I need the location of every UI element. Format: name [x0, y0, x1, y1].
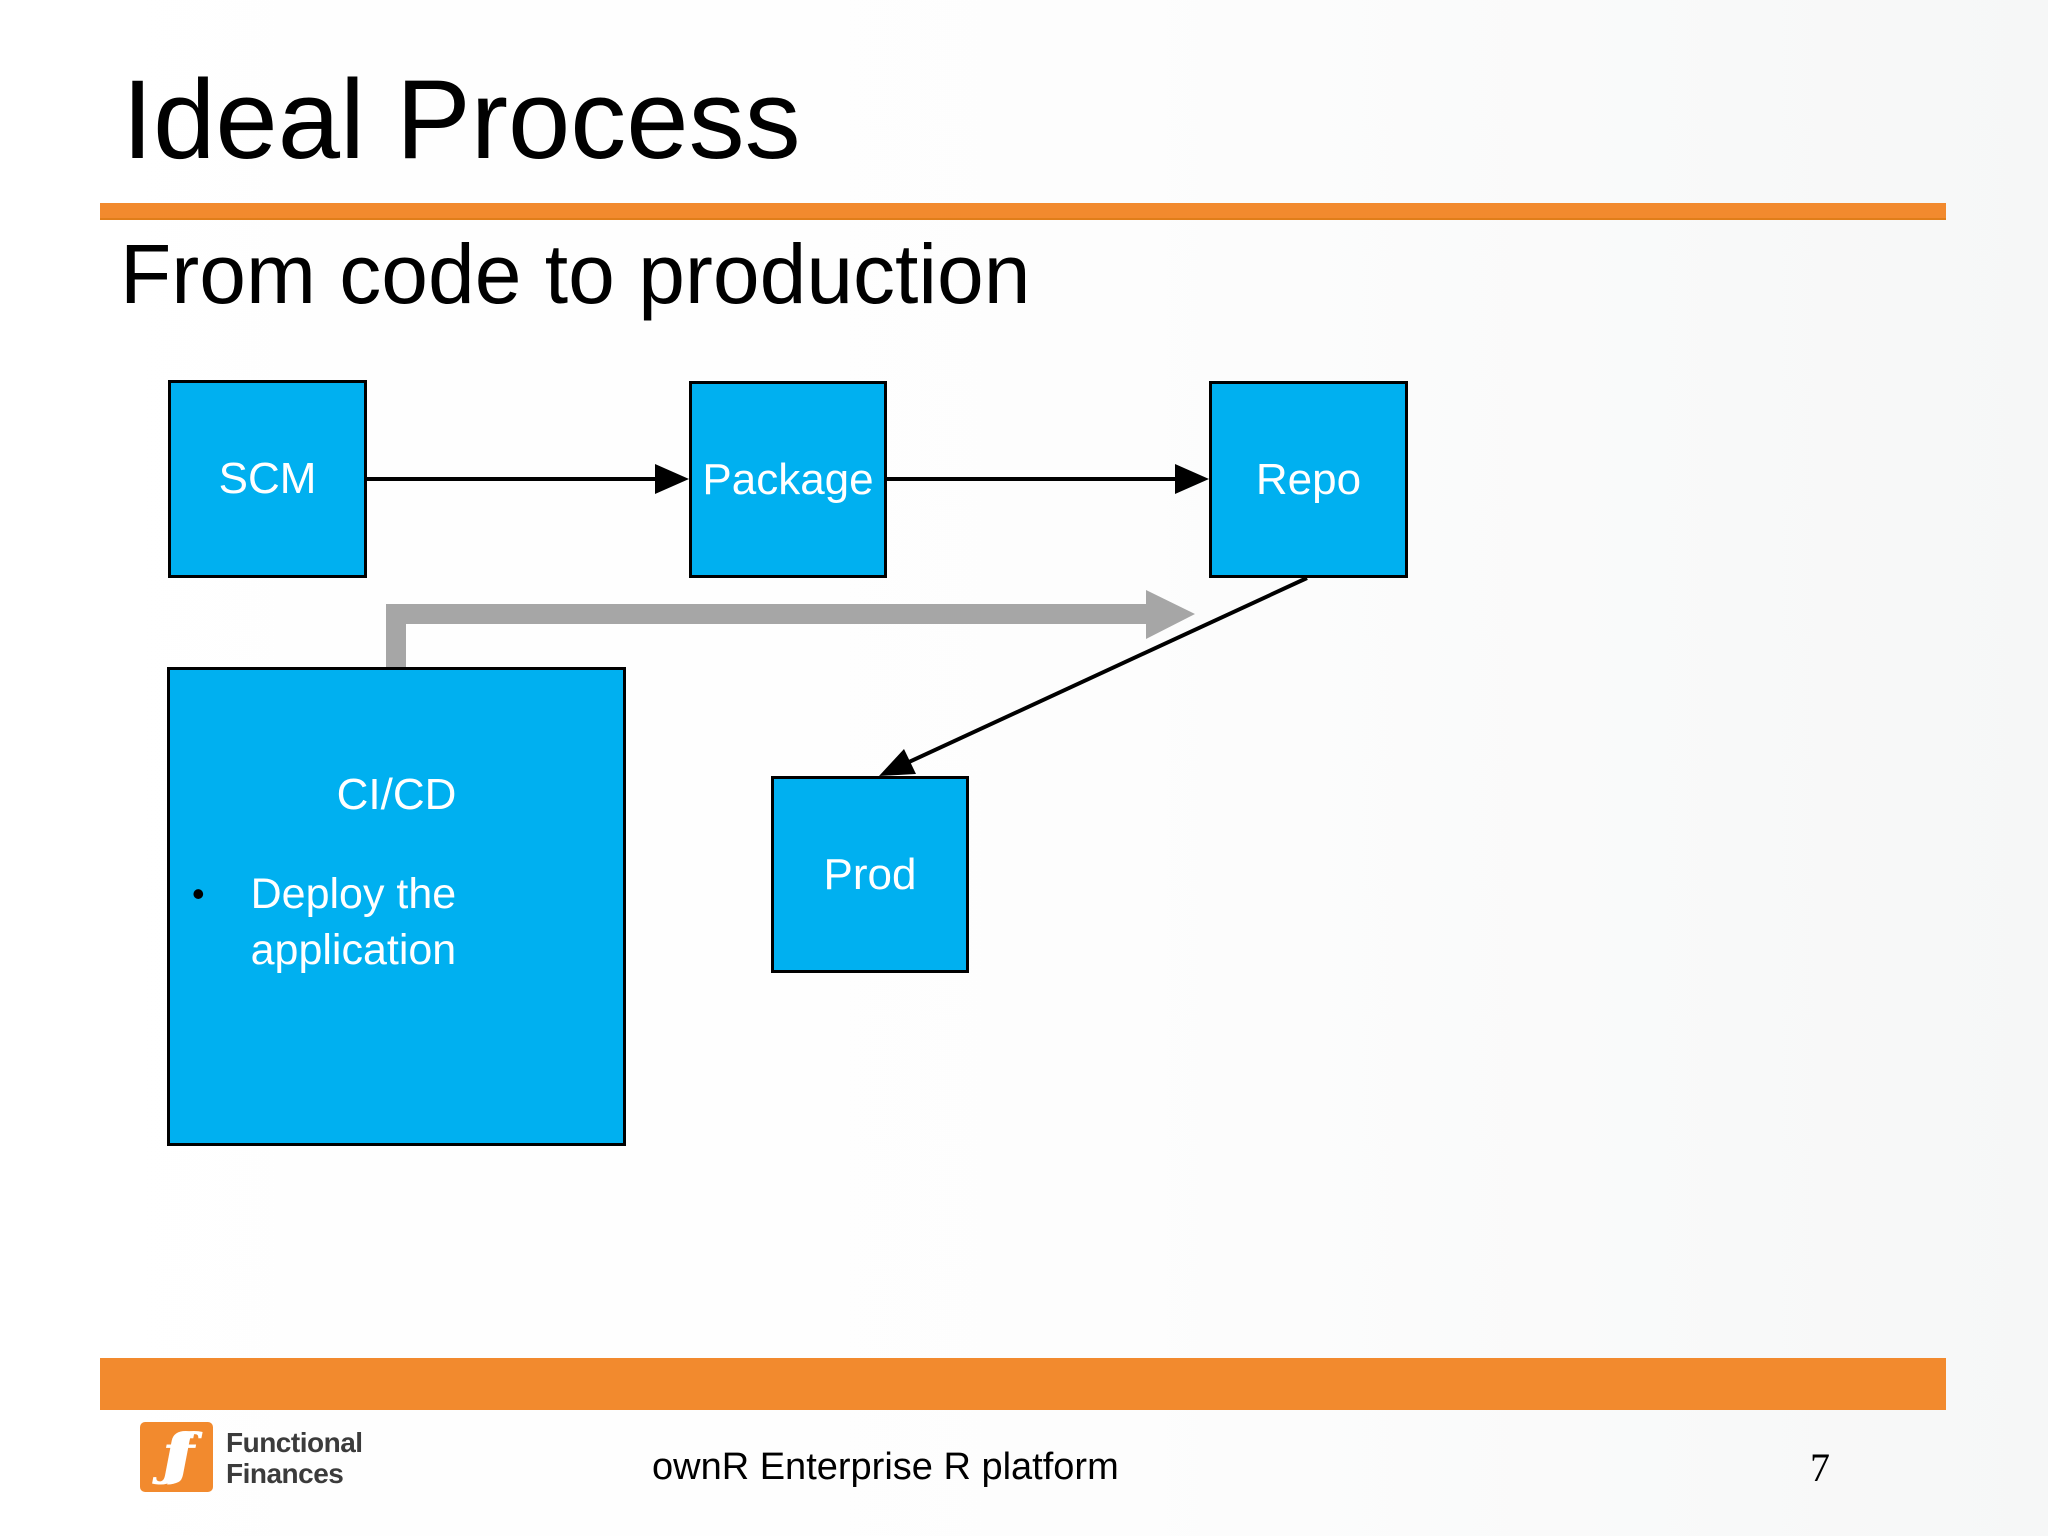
- package-node-label: Package: [702, 454, 874, 504]
- logo-wordmark-line2: Finances: [226, 1458, 344, 1489]
- logo-wordmark: Functional Finances: [226, 1427, 363, 1489]
- slide-subtitle: From code to production: [120, 227, 1031, 321]
- slide-page-number: 7: [1810, 1445, 1830, 1490]
- prod-node: Prod: [771, 776, 969, 973]
- bullet-dot: •: [192, 873, 205, 914]
- cicd-node-label: CI/CD: [336, 770, 457, 819]
- logo-wordmark-line1: Functional: [226, 1427, 363, 1458]
- cicd-bullet-text: Deploy the application: [250, 870, 457, 974]
- footer-accent-bar: [100, 1358, 1946, 1410]
- functional-finances-logo-icon: ƒf: [140, 1422, 213, 1492]
- scm-node-label: SCM: [218, 454, 317, 503]
- arrow-scm-to-package: [367, 464, 689, 494]
- cicd-bullet-item: • Deploy the application: [170, 866, 623, 978]
- arrow-package-to-repo: [887, 464, 1209, 494]
- title-divider-rule: [100, 203, 1946, 220]
- arrow-repo-to-prod: [879, 576, 1308, 776]
- footer-text: ownR Enterprise R platform: [652, 1446, 1119, 1488]
- arrow-cicd-deploy-gray: [386, 590, 1195, 668]
- repo-node: Repo: [1209, 381, 1408, 578]
- cicd-node: CI/CD • Deploy the application: [167, 667, 626, 1146]
- scm-node: SCM: [168, 380, 367, 578]
- repo-node-label: Repo: [1255, 454, 1362, 504]
- package-node: Package: [689, 381, 887, 578]
- slide-title: Ideal Process: [122, 57, 801, 182]
- ff-ligature-glyph: ƒf: [162, 1422, 194, 1488]
- prod-node-label: Prod: [823, 849, 917, 899]
